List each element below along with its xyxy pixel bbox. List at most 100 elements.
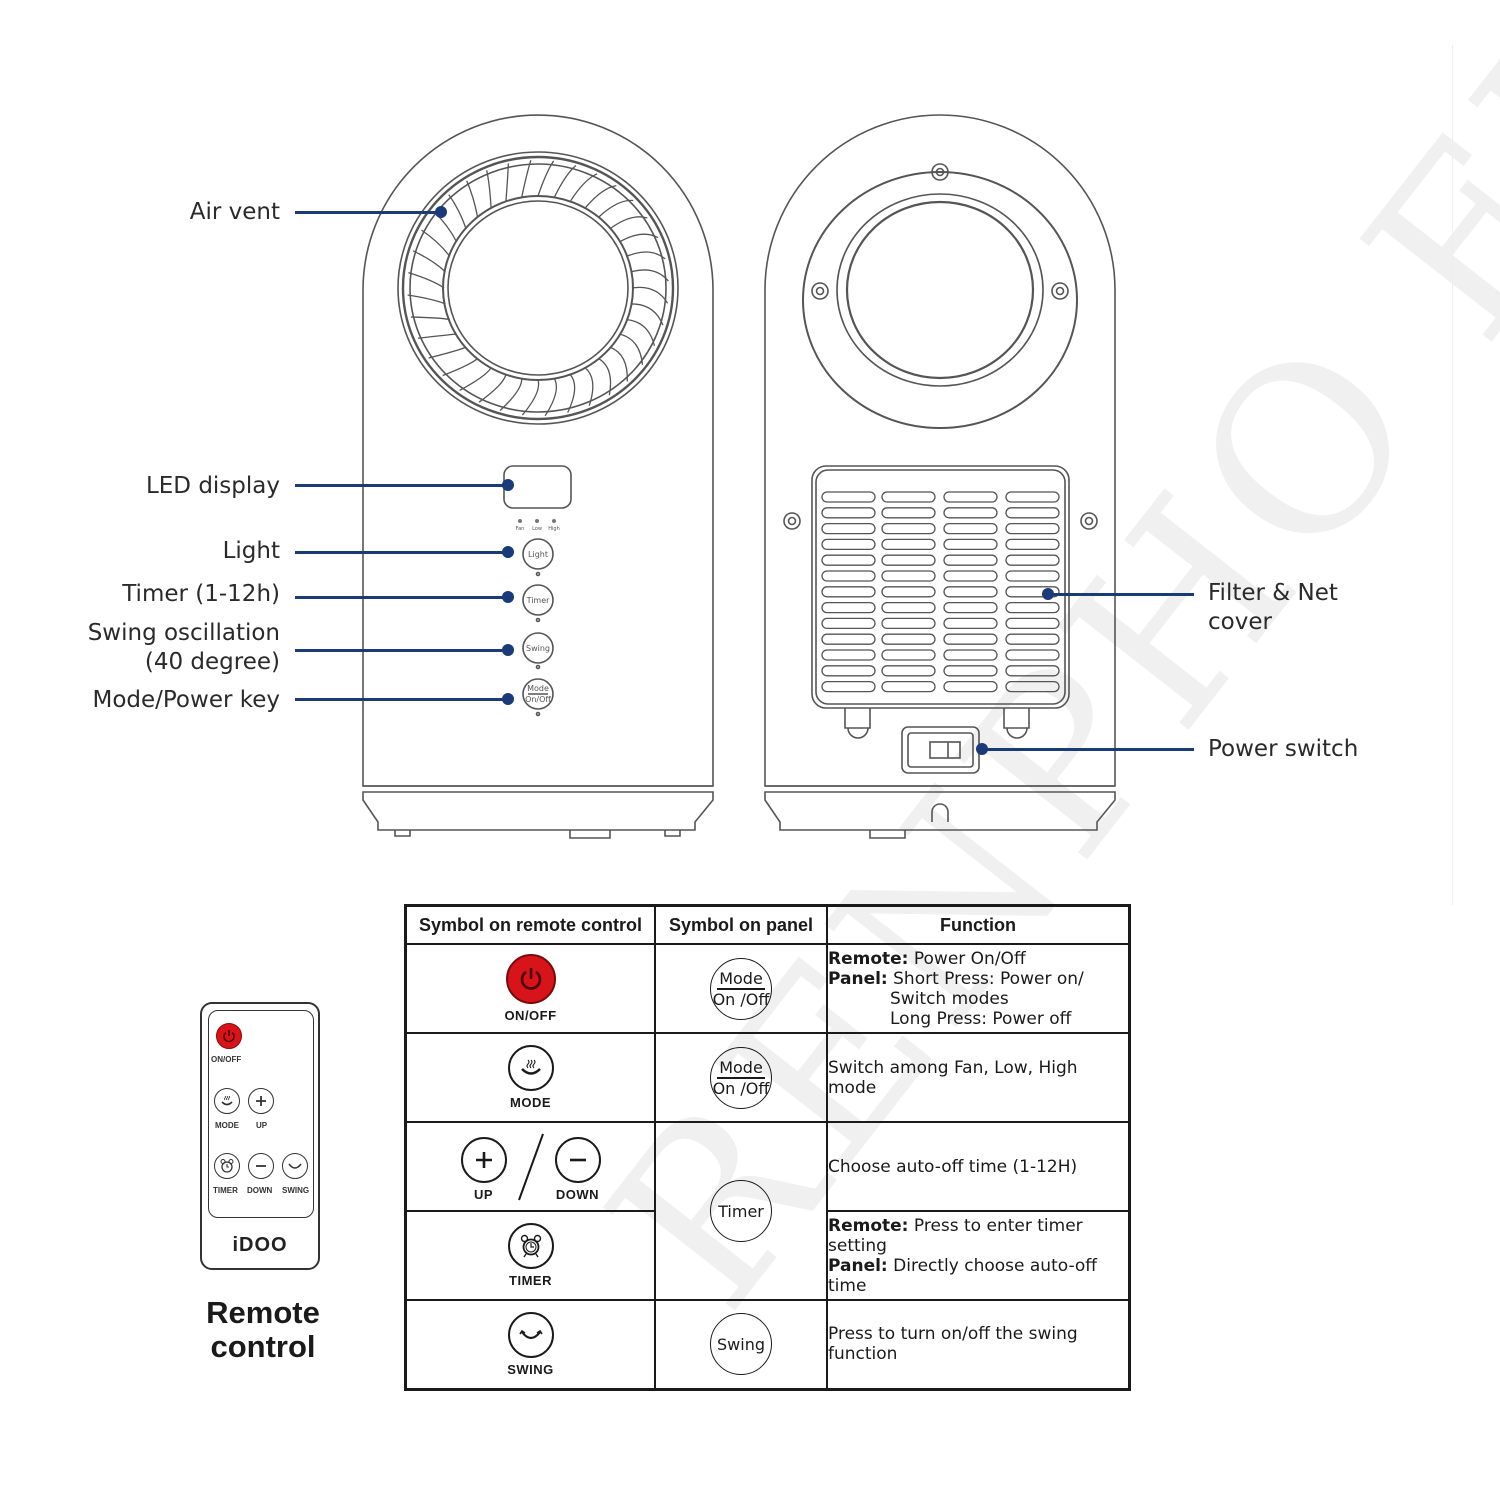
vent-vane (505, 163, 510, 202)
table-row: MODE Mode On /Off Switch among Fan, Low,… (404, 1032, 1131, 1123)
vent-vane (630, 269, 669, 282)
minus-icon (256, 1165, 266, 1167)
grille-slot (881, 538, 936, 551)
swing-panel-icon: Swing (710, 1313, 772, 1376)
callout-swing-line2: (40 degree) (144, 649, 280, 675)
vent-vane (459, 367, 492, 391)
remote-symbol-cell: SWING (404, 1299, 656, 1390)
grille-slot (881, 491, 936, 503)
function-key: Panel: (828, 1255, 888, 1276)
heater-diagram: Light Timer Swing Mode On/Off Fan Low Hi… (362, 114, 1116, 839)
remote-symbol-label: MODE (510, 1095, 551, 1110)
vent-vane (584, 184, 617, 209)
table-row: ON/OFF Mode On /Off Remote: Power On/Off… (404, 943, 1131, 1034)
remote-symbol-cell: TIMER (404, 1210, 656, 1301)
function-text: Switch modes (890, 988, 1009, 1009)
remote-brand-logo: iDOO (232, 1234, 288, 1256)
mode-onoff-panel-icon: Mode On /Off (710, 1046, 772, 1109)
svg-text:Fan: Fan (516, 526, 525, 532)
remote-symbol-label: ON/OFF (504, 1008, 557, 1023)
callout-filter-line2: cover (1208, 609, 1272, 635)
remote-title-line2: control (210, 1329, 316, 1364)
grille-slot (943, 507, 998, 519)
grille-slot (943, 522, 998, 535)
function-key: Remote: (828, 1215, 909, 1236)
function-table: Symbol on remote control Symbol on panel… (404, 904, 1131, 1391)
indicator-dots (518, 519, 556, 523)
vent-vane (410, 316, 450, 321)
function-cell: Choose auto-off time (1-12H) (826, 1121, 1131, 1212)
alarm-clock-icon (507, 1223, 554, 1269)
grille-slot (1005, 507, 1060, 519)
grille-slot (821, 554, 876, 566)
svg-text:High: High (548, 526, 560, 532)
leader-line (295, 211, 441, 214)
remote-swing-button[interactable] (282, 1153, 308, 1179)
header-panel-symbol: Symbol on panel (654, 904, 828, 945)
grille-slot (821, 538, 876, 551)
grille-slot (821, 601, 876, 614)
function-cell: Press to turn on/off the swing function (826, 1299, 1131, 1390)
grille-slot (881, 617, 936, 630)
panel-symbol-label: Timer (718, 1201, 764, 1221)
function-cell: Remote: Press to enter timer setting Pan… (826, 1210, 1131, 1301)
callout-light: Light (222, 538, 280, 564)
back-ring (783, 163, 1098, 530)
remote-symbol-label: TIMER (509, 1273, 552, 1288)
grille-slot (821, 649, 876, 661)
vent-vane (408, 272, 445, 289)
function-text: Power On/Off (913, 948, 1026, 969)
leader-dot (502, 591, 514, 603)
callout-mode-power: Mode/Power key (92, 687, 280, 713)
remote-timer-button[interactable] (214, 1153, 240, 1179)
grille-slot (1005, 554, 1060, 566)
grille-slot (1005, 522, 1060, 535)
vent-vane (609, 216, 648, 230)
remote-symbol-label: UP (473, 1186, 494, 1202)
grille-slot (943, 649, 998, 661)
leader-dot (502, 546, 514, 558)
svg-text:On/Off: On/Off (525, 695, 551, 704)
grille-slot (943, 665, 998, 677)
remote-control: ON/OFF MODE UP TIMER DOWN SWING iDOO (200, 1002, 320, 1270)
power-icon (505, 954, 556, 1004)
remote-mode-label: MODE (215, 1121, 239, 1130)
heat-mode-icon (507, 1045, 554, 1091)
remote-up-button[interactable] (248, 1088, 274, 1114)
vent-vane (448, 194, 467, 230)
grille-slot (821, 617, 876, 630)
callout-air-vent: Air vent (189, 199, 280, 225)
remote-mode-button[interactable] (214, 1088, 240, 1114)
leader-dot (502, 479, 514, 491)
remote-title-line1: Remote (206, 1295, 320, 1330)
grille-slot (881, 601, 936, 614)
grille-slot (881, 633, 936, 645)
callout-led-display: LED display (145, 473, 280, 499)
leader-dot (502, 644, 514, 656)
vent-vane (478, 374, 507, 403)
grille-slot (943, 554, 998, 566)
grille-slot (821, 491, 876, 503)
vent-vane (537, 160, 555, 197)
leader-line (295, 484, 507, 487)
swing-icon (507, 1311, 554, 1358)
remote-symbol-cell: ON/OFF (404, 943, 656, 1034)
vent-vane (466, 180, 479, 218)
vent-vane (609, 346, 628, 382)
grille-slot (943, 680, 998, 693)
remote-up-label: UP (256, 1121, 268, 1130)
callout-filter-line1: Filter & Net (1208, 580, 1338, 606)
swing-icon (288, 1163, 302, 1169)
vent-vane (428, 346, 467, 359)
grille-slot (821, 570, 876, 582)
vent-vane (619, 333, 644, 365)
panel-symbol-cell: Mode On /Off (654, 943, 828, 1034)
vent-vane (597, 199, 634, 218)
grille-slot (943, 491, 998, 503)
remote-down-button[interactable] (248, 1153, 274, 1179)
remote-on-off-button[interactable] (216, 1023, 242, 1049)
grille-slot (1005, 665, 1060, 677)
led-display-shape (503, 465, 572, 509)
header-function: Function (826, 904, 1131, 945)
remote-button-panel: ON/OFF MODE UP TIMER DOWN SWING (208, 1010, 314, 1218)
